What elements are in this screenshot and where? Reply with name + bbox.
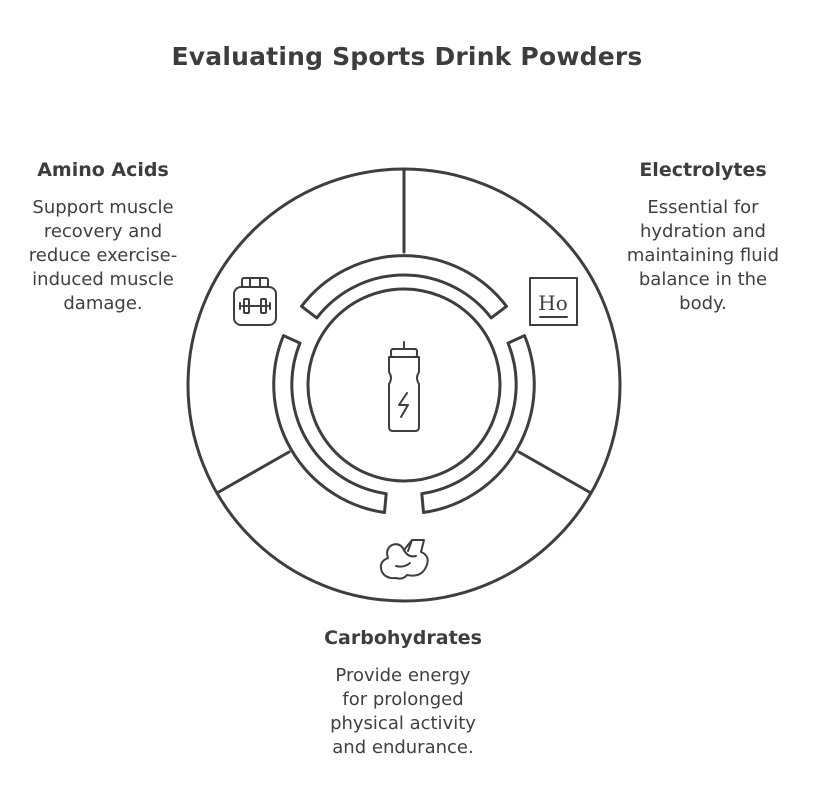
description-line: and endurance.: [332, 737, 474, 758]
periodic-element-symbol: Ho: [538, 291, 567, 315]
middle-ring-segment-left: [272, 334, 388, 514]
description-line: induced muscle: [32, 269, 174, 290]
carbohydrates-block: Carbohydrates Provide energy for prolong…: [300, 626, 506, 760]
description-line: recovery and: [43, 221, 163, 242]
description-line: body.: [679, 293, 727, 314]
description-line: Support muscle: [32, 197, 174, 218]
electrolytes-heading: Electrolytes: [639, 159, 767, 181]
description-line: Essential for: [647, 197, 759, 218]
description-line: reduce exercise-: [28, 245, 178, 266]
description-line: maintaining fluid: [626, 245, 780, 266]
periodic-element-icon: Ho: [529, 277, 578, 326]
electrolytes-description: Essential for hydration and maintaining …: [608, 196, 798, 316]
amino-acids-heading: Amino Acids: [37, 159, 169, 181]
diagram-title: Evaluating Sports Drink Powders: [171, 42, 643, 71]
description-line: Provide energy: [335, 665, 471, 686]
description-line: for prolonged: [342, 689, 464, 710]
inner-circle: [306, 287, 502, 483]
sports-bottle-icon: [388, 341, 420, 432]
flexed-arm-icon: [379, 539, 429, 580]
amino-acids-description: Support muscle recovery and reduce exerc…: [8, 196, 198, 316]
carbohydrates-description: Provide energy for prolonged physical ac…: [300, 664, 506, 760]
description-line: physical activity: [330, 713, 476, 734]
description-line: hydration and: [640, 221, 766, 242]
description-line: damage.: [63, 293, 143, 314]
middle-ring-segment-top: [300, 254, 508, 320]
divider-right: [517, 450, 593, 495]
electrolytes-block: Electrolytes Essential for hydration and…: [608, 158, 798, 316]
carbohydrates-heading: Carbohydrates: [324, 627, 482, 649]
amino-acids-block: Amino Acids Support muscle recovery and …: [8, 158, 198, 316]
protein-jar-icon: [233, 277, 277, 326]
middle-ring-segment-right: [420, 334, 536, 514]
description-line: balance in the: [638, 269, 768, 290]
divider-left: [215, 450, 291, 495]
